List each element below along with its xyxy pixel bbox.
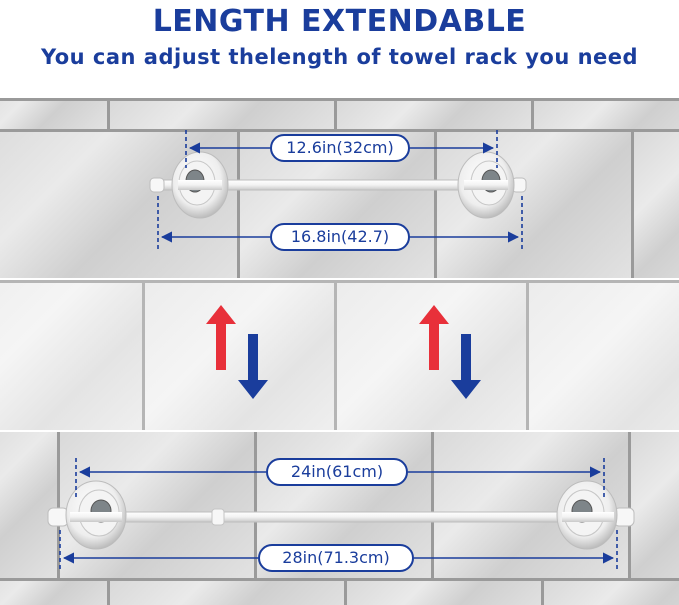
top-towel-rack <box>149 151 527 219</box>
right-up-arrow-icon <box>419 305 449 370</box>
left-up-arrow-icon <box>206 305 236 370</box>
top-outer-length-label: 16.8in(42.7) <box>270 223 410 251</box>
top-outer-dimension <box>157 196 523 250</box>
top-tile-wall <box>0 98 679 278</box>
right-down-arrow-icon <box>451 334 481 399</box>
bottom-outer-length-label: 28in(71.3cm) <box>258 544 414 572</box>
bottom-inner-length-label: 24in(61cm) <box>266 458 408 486</box>
top-inner-length-label: 12.6in(32cm) <box>270 134 410 162</box>
bottom-towel-rack <box>47 480 635 550</box>
top-inner-dimension <box>185 130 498 168</box>
middle-tile-wall <box>0 280 679 430</box>
bottom-inner-dimension <box>75 458 605 500</box>
left-down-arrow-icon <box>238 334 268 399</box>
page-subtitle: You can adjust thelength of towel rack y… <box>40 45 639 69</box>
page-title: LENGTH EXTENDABLE <box>152 4 527 39</box>
bottom-outer-dimension <box>59 530 618 572</box>
